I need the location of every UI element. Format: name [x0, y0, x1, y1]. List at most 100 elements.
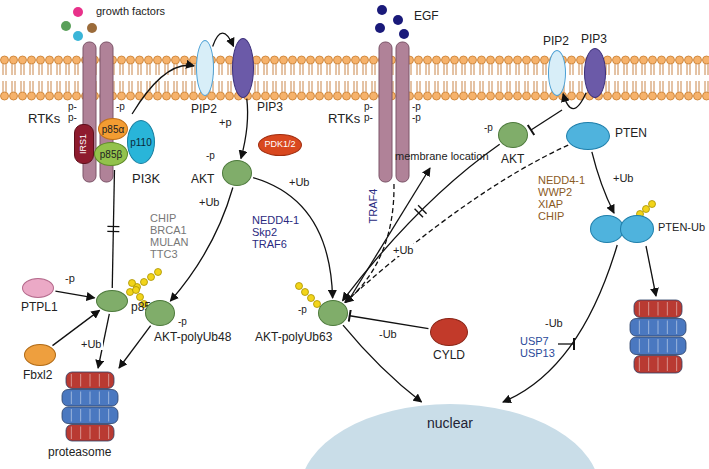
node-label: AKT-polyUb63 — [255, 331, 332, 344]
connector — [213, 33, 234, 46]
proteasome-texture — [80, 427, 81, 440]
node-label: AKT — [501, 153, 524, 166]
proteasome-texture — [648, 321, 649, 335]
protein-subunit: p110 — [127, 120, 155, 164]
phospho-mark: p- — [68, 101, 77, 112]
node-label: PTPL1 — [21, 301, 58, 314]
edge-label: +Ub — [612, 172, 635, 184]
ubiquitinated-pten: PTEN-Ub — [590, 215, 654, 243]
proteasome-ring — [66, 425, 114, 442]
enzyme-list: CHIP BRCA1 MULAN TTC3 — [150, 212, 200, 260]
proteasome-texture — [667, 358, 668, 372]
proteasome-texture — [80, 409, 81, 422]
phospho-mark: -p — [116, 101, 125, 112]
lipid-molecule: PIP3 — [584, 48, 606, 98]
ubiquitin-bead — [141, 279, 148, 286]
node-label: Fbxl2 — [23, 369, 52, 382]
proteasome-texture — [658, 302, 659, 316]
node-label: PI3K — [132, 172, 160, 186]
block-mark — [415, 209, 423, 218]
proteasome-texture — [676, 302, 677, 316]
proteasome-ring — [630, 319, 686, 337]
adaptor-protein: IRS1 — [74, 124, 94, 164]
node-label: PIP3 — [581, 33, 607, 46]
ubiquitin-bead — [643, 206, 650, 213]
ubiquitin-bead — [302, 289, 309, 296]
akt-protein: AKT — [498, 122, 528, 148]
proteasome-texture — [99, 392, 100, 405]
protein-subunit: p85α — [98, 118, 128, 140]
lipid-molecule: PIP2 — [196, 40, 214, 96]
node-label: p85β — [100, 149, 122, 160]
edge-label: +Ub — [198, 196, 221, 208]
connector — [241, 99, 248, 159]
lipid-molecule: PIP3 — [232, 38, 254, 98]
enzyme-label: TRAF4 — [367, 189, 379, 224]
proteasome-ring — [62, 390, 118, 407]
phospho-mark: p- — [364, 112, 373, 123]
proteasome-texture — [639, 302, 640, 316]
ubiquitin-bead — [137, 294, 144, 301]
phospho-mark: p- — [68, 112, 77, 123]
edge-label: +p — [218, 116, 233, 128]
proteasome-ring — [634, 300, 682, 318]
edge-label: +Ub — [392, 244, 415, 256]
enzyme-list: NEDD4-1 WWP2 XIAP CHIP — [538, 174, 588, 222]
protein-subunit: p85β — [94, 142, 128, 166]
proteasome-texture — [639, 339, 640, 353]
connector — [345, 145, 568, 302]
edge-label: -Ub — [378, 328, 398, 340]
edge-label: +Ub — [288, 176, 311, 188]
block-mark — [418, 205, 426, 214]
connector — [132, 65, 194, 114]
pten-subunit — [590, 215, 624, 243]
proteasome-texture — [667, 339, 668, 353]
proteasome-texture — [108, 409, 109, 422]
node-label: AKT — [191, 173, 214, 186]
ligand-label: growth factors — [96, 5, 165, 17]
ubiquitin-bead — [148, 274, 155, 281]
proteasome-texture — [676, 321, 677, 335]
lipid-molecule: PIP2 — [548, 50, 566, 96]
ligand-label: EGF — [414, 10, 439, 23]
node-label: PIP2 — [191, 103, 217, 116]
nucleus — [300, 404, 600, 469]
proteasome-texture — [658, 339, 659, 353]
proteasome-texture — [71, 427, 72, 440]
connector — [563, 93, 586, 109]
proteasome-symbol — [62, 372, 118, 441]
proteasome-ring — [630, 337, 686, 355]
proteasome-texture — [90, 409, 91, 422]
ubiquitin-bead — [296, 283, 303, 290]
process-mark: -Ub — [545, 317, 563, 329]
proteasome-texture — [71, 409, 72, 422]
akt-protein: AKT — [222, 160, 252, 186]
connector — [350, 316, 429, 329]
inhibition-bar — [531, 110, 562, 130]
proteasome-texture — [90, 392, 91, 405]
proteasome-texture — [676, 358, 677, 372]
ubiquitin-bead — [129, 280, 136, 287]
proteasome-texture — [676, 339, 677, 353]
proteasome-texture — [108, 427, 109, 440]
pten-protein: PTEN — [566, 122, 610, 150]
proteasome-texture — [80, 392, 81, 405]
proteasome-texture — [639, 321, 640, 335]
process-note: membrane location — [395, 150, 489, 162]
complex-group: PI3KIRS1p85αp85βp110 — [72, 116, 158, 168]
node-label: proteasome — [48, 446, 111, 459]
connector — [343, 325, 421, 402]
proteasome-texture — [71, 374, 72, 387]
phospho-mark: -p — [484, 122, 493, 133]
connector — [503, 245, 617, 402]
proteasome-texture — [648, 302, 649, 316]
proteasome-texture — [80, 374, 81, 387]
proteasome-texture — [99, 409, 100, 422]
membrane-arrow — [350, 168, 430, 298]
connector — [343, 144, 500, 300]
phospho-mark: -p — [412, 101, 421, 112]
enzyme-list: USP7 USP13 — [520, 335, 562, 359]
node-label: AKT-polyUb48 — [154, 331, 231, 344]
node-label: CYLD — [433, 349, 465, 362]
